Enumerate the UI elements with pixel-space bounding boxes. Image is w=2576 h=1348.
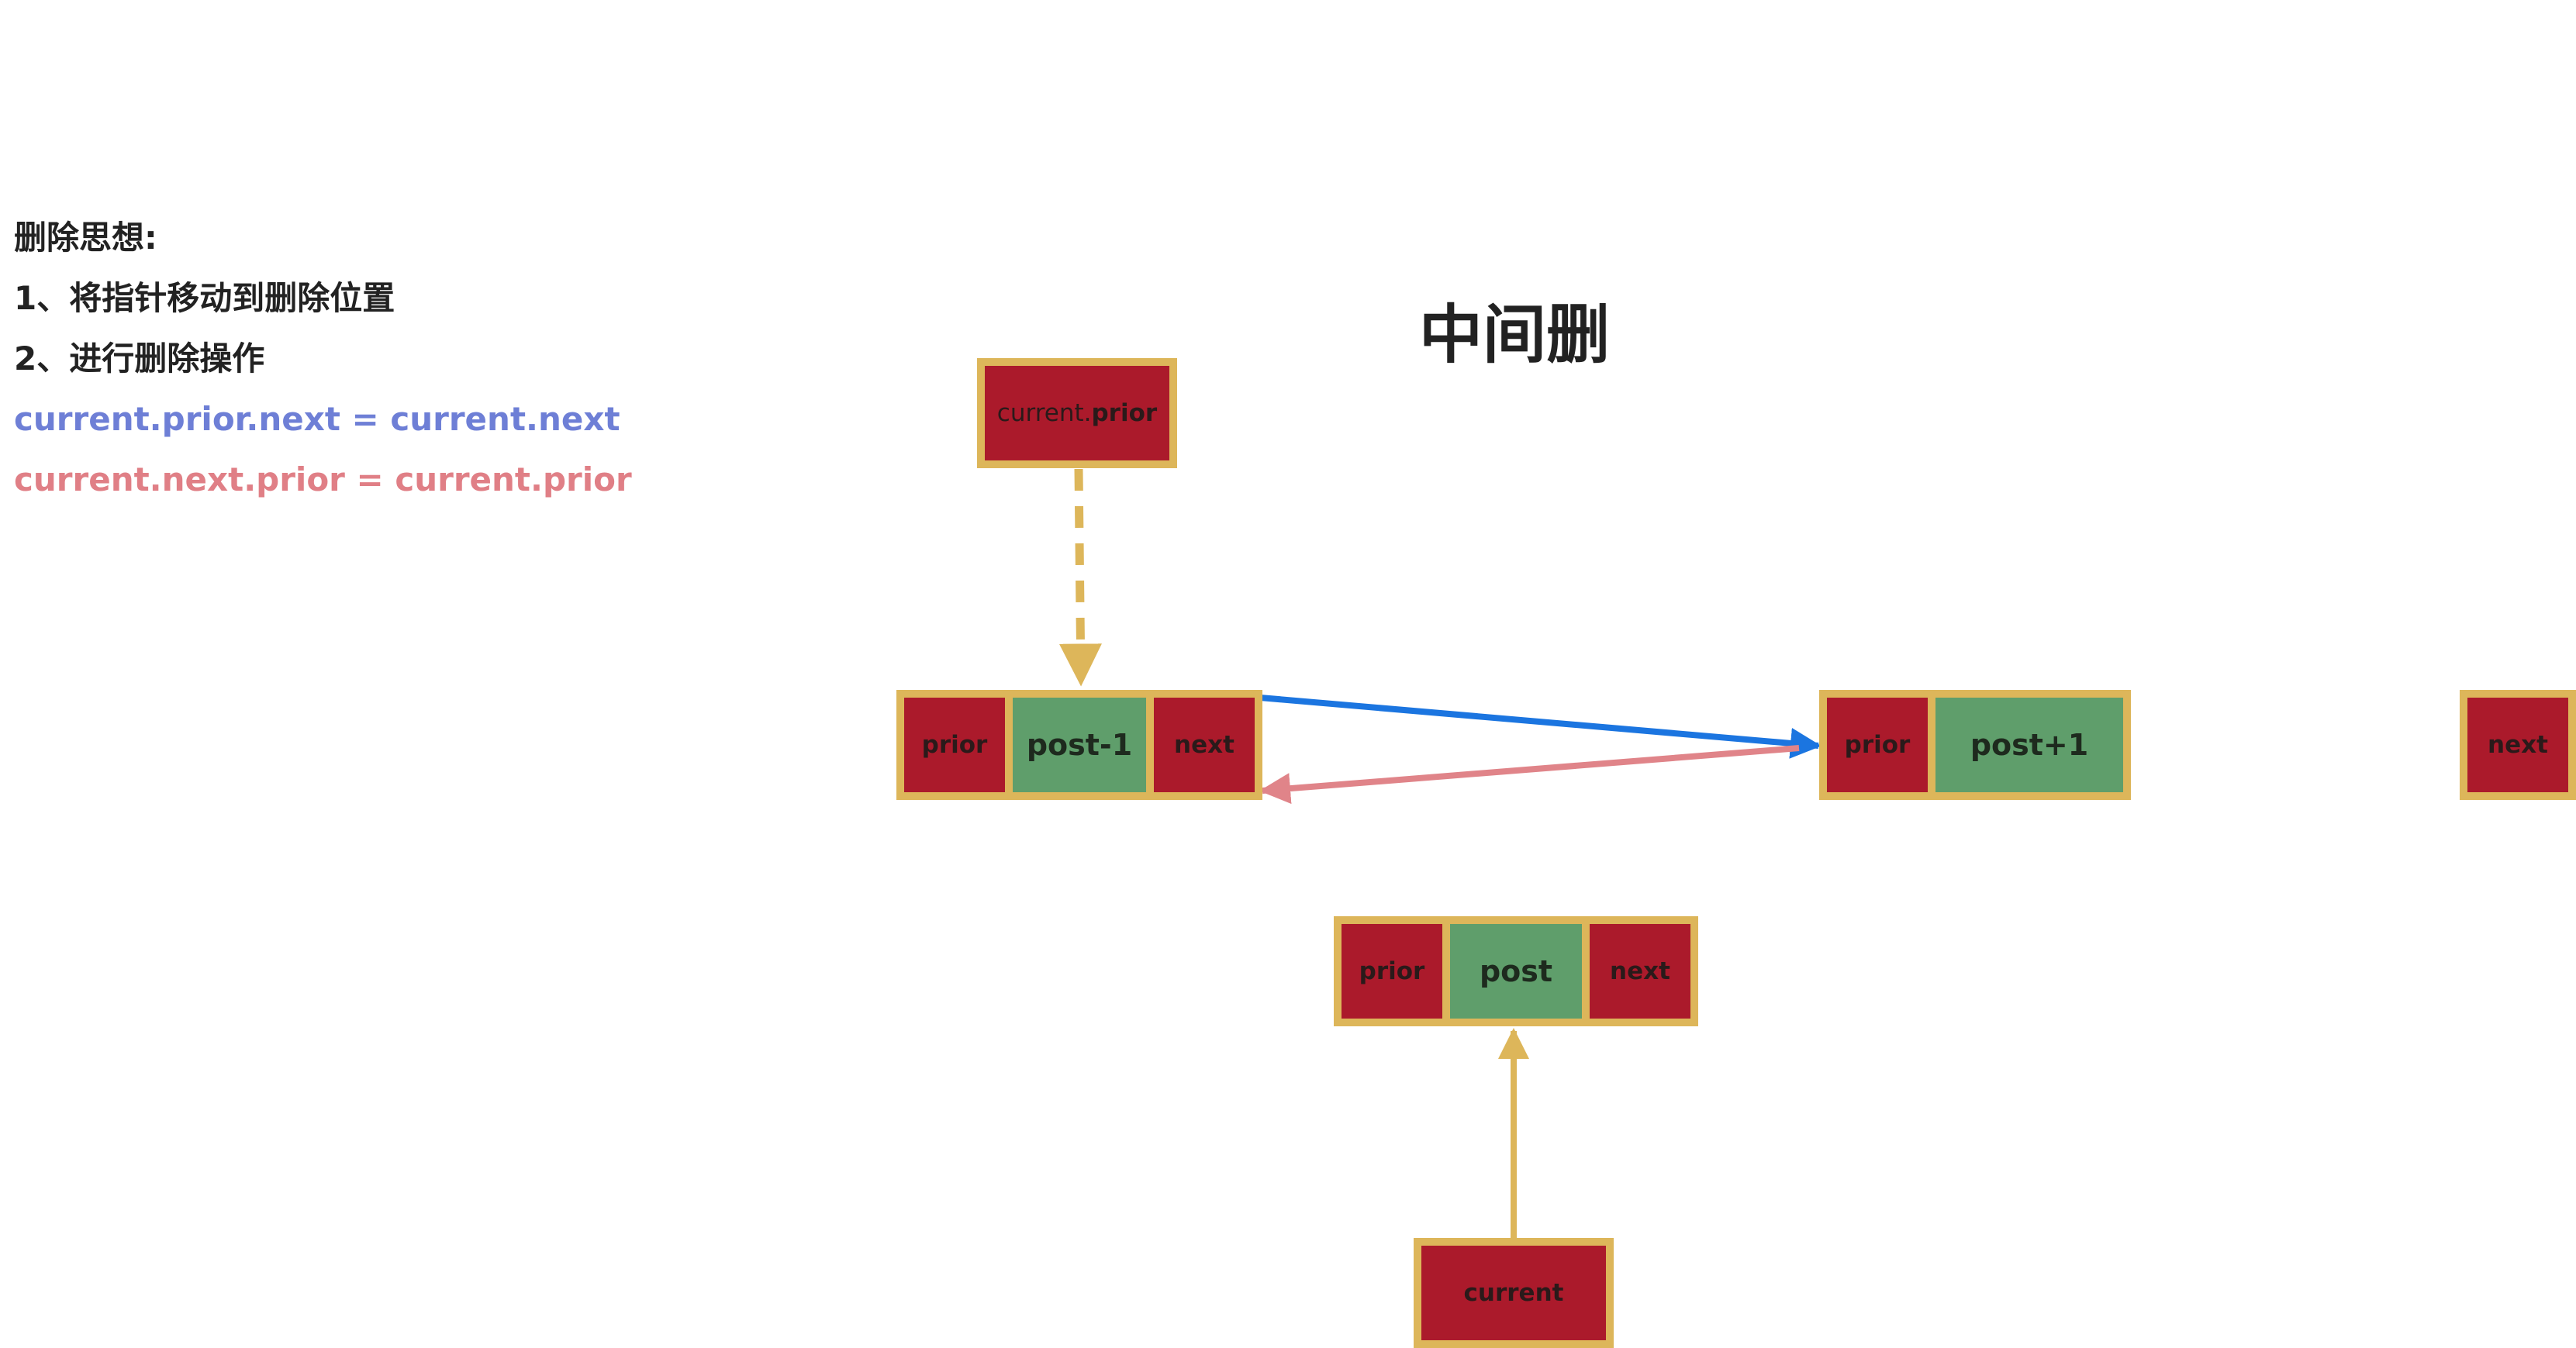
node-post-minus-1-next: next xyxy=(1154,698,1255,792)
node-post-plus-1: prior post+1 xyxy=(1819,690,2131,800)
arrow-next-link xyxy=(1259,695,1822,759)
node-post-minus-1: prior post-1 next xyxy=(896,690,1262,800)
node-post-prior: prior xyxy=(1342,924,1442,1019)
node-post-plus-1-value: post+1 xyxy=(1935,698,2123,792)
code-line-next: current.prior.next = current.next xyxy=(14,400,620,438)
arrow-current-prior-to-node xyxy=(1058,468,1102,687)
current-prior-pointer: current.prior xyxy=(977,358,1177,468)
notes-heading: 删除思想: xyxy=(14,219,157,257)
current-pointer: current xyxy=(1414,1238,1614,1348)
current-prior-pointer-label: current.prior xyxy=(985,366,1169,460)
node-post-minus-1-prior: prior xyxy=(904,698,1005,792)
node-post-plus-1-prior: prior xyxy=(1827,698,1928,792)
node-post-minus-1-value: post-1 xyxy=(1013,698,1146,792)
current-pointer-label: current xyxy=(1421,1246,1606,1340)
node-post-value: post xyxy=(1450,924,1582,1019)
node-post: prior post next xyxy=(1334,916,1698,1026)
code-line-prior: current.next.prior = current.prior xyxy=(14,460,632,498)
notes-step-1: 1、将指针移动到删除位置 xyxy=(14,279,395,317)
node-partial-right-next: next xyxy=(2467,698,2568,792)
node-post-next: next xyxy=(1590,924,1690,1019)
notes-step-2: 2、进行删除操作 xyxy=(14,340,265,378)
arrow-prior-link xyxy=(1259,745,1800,805)
current-prior-prefix: current. xyxy=(996,399,1092,427)
delete-notes: 删除思想: 1、将指针移动到删除位置 2、进行删除操作 current.prio… xyxy=(14,208,632,510)
current-prior-suffix: prior xyxy=(1091,399,1158,427)
node-partial-right: next xyxy=(2460,690,2576,800)
diagram-title: 中间删 xyxy=(1419,298,1611,372)
